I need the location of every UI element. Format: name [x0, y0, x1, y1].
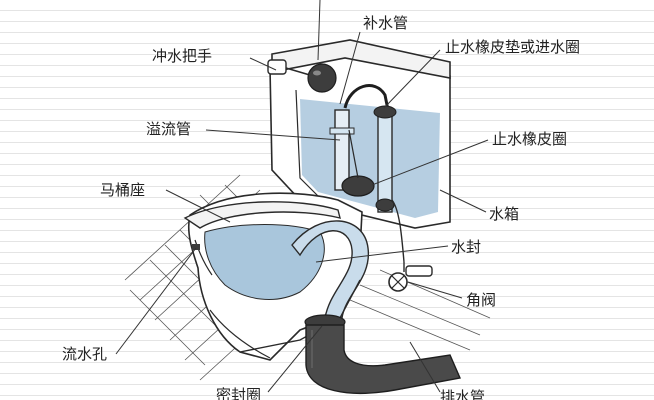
flapper-shape	[341, 175, 375, 197]
label-refill-tube: 补水管	[363, 14, 409, 32]
label-flush-hole: 流水孔	[62, 345, 108, 363]
label-tank: 水箱	[489, 205, 520, 223]
tank-inner-wall	[295, 89, 319, 197]
water-surface	[299, 97, 441, 113]
label-angle-valve: 角阀	[466, 291, 497, 309]
fill-valve-shape	[377, 111, 393, 213]
float-ball	[307, 63, 337, 93]
leader-lines	[115, 0, 489, 393]
angle-valve-body	[405, 265, 433, 277]
toilet-seat-shape	[183, 201, 341, 229]
fill-valve-cap	[373, 105, 397, 119]
label-flush-handle: 冲水把手	[152, 47, 213, 65]
label-toilet-seat: 马桶座	[100, 181, 146, 199]
overflow-tube-shape	[334, 109, 350, 191]
label-sealing-ring: 密封圈	[216, 386, 262, 400]
supply-line	[391, 199, 405, 263]
label-fill-valve-seal: 止水橡皮垫或进水圈	[445, 38, 581, 56]
label-drain-pipe: 排水管	[440, 388, 486, 400]
flush-handle-shape	[267, 59, 287, 75]
label-water-seal: 水封	[451, 238, 482, 256]
refill-tube-shape	[343, 84, 390, 111]
flush-hole-shape	[192, 244, 200, 250]
flapper-chain	[348, 129, 359, 179]
fill-valve-base	[375, 198, 395, 212]
drain-pipe-shape	[305, 324, 461, 394]
base-outline	[209, 309, 271, 359]
label-overflow-tube: 溢流管	[146, 120, 192, 138]
label-flapper-seal: 止水橡皮圈	[492, 130, 568, 148]
rim-channel	[194, 239, 213, 276]
